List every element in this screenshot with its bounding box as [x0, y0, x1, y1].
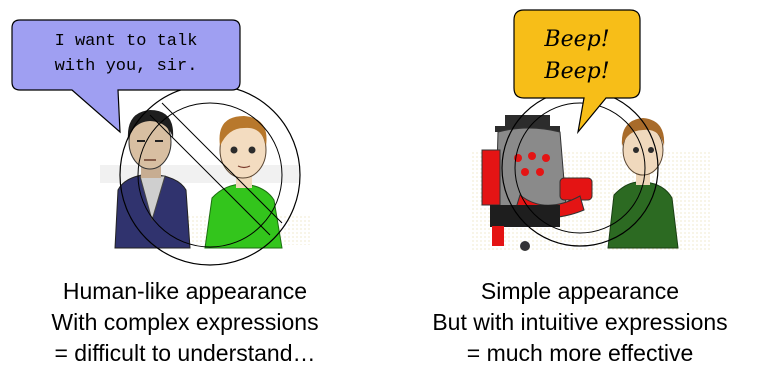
right-panel: Beep! Beep! — [470, 9, 710, 251]
right-caption-line-3: = much more effective — [466, 340, 694, 366]
listener-boy-left — [204, 116, 283, 249]
speech-right-line-2: Beep! — [543, 59, 609, 84]
speech-right-line-1: Beep! — [543, 27, 609, 52]
left-panel: I want to talk with you, sir. — [11, 19, 310, 266]
speech-bubble-right: Beep! Beep! — [513, 9, 641, 135]
left-caption-line-1: Human-like appearance — [62, 278, 308, 304]
right-caption-line-2: But with intuitive expressions — [432, 309, 728, 335]
left-caption-line-3: = difficult to understand… — [54, 340, 316, 366]
speech-left-line-2: with you, sir. — [55, 57, 198, 76]
human-like-man — [114, 110, 191, 249]
right-caption-line-1: Simple appearance — [480, 278, 680, 304]
left-caption: Human-like appearance With complex expre… — [0, 276, 370, 369]
speech-bubble-left: I want to talk with you, sir. — [11, 19, 241, 134]
left-caption-line-2: With complex expressions — [51, 309, 319, 335]
speech-left-line-1: I want to talk — [55, 32, 198, 51]
right-caption: Simple appearance But with intuitive exp… — [395, 276, 765, 369]
